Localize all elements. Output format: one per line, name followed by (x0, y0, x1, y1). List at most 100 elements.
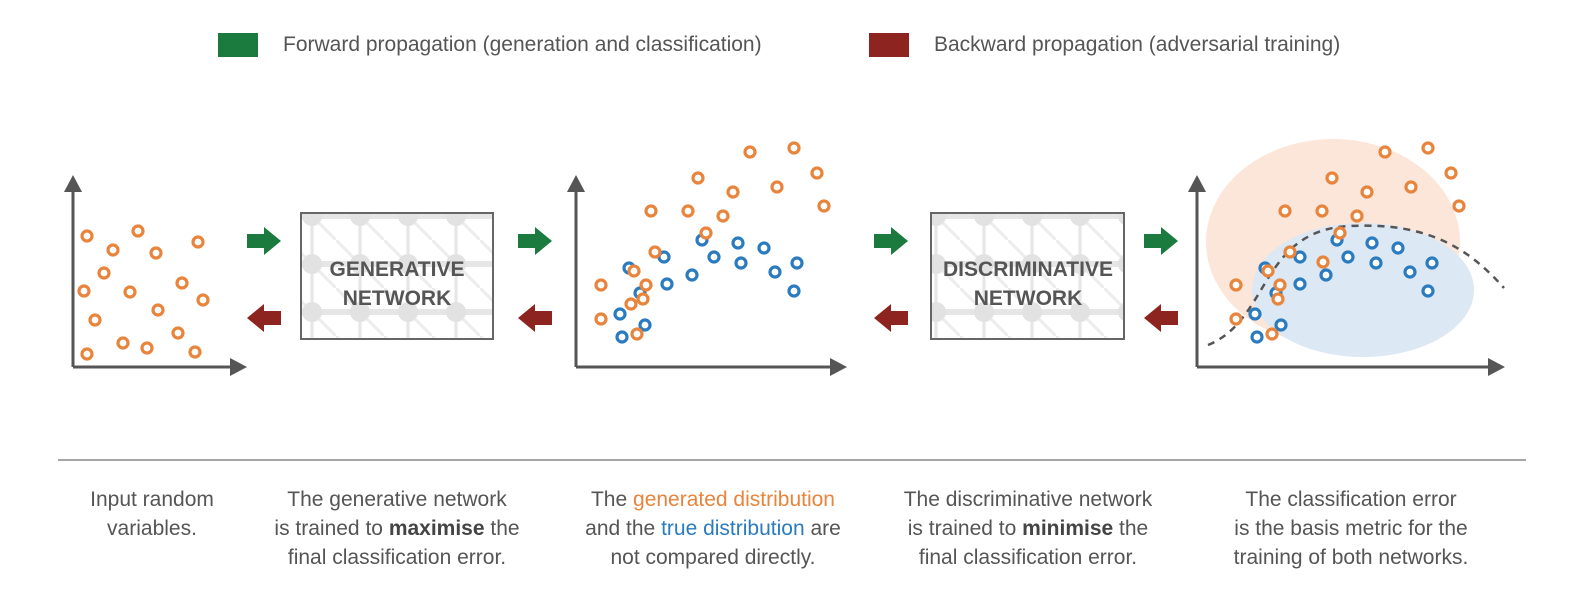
true-point (1250, 330, 1264, 344)
true-point (638, 318, 652, 332)
backward-arrow (518, 304, 552, 332)
caption-text: the (484, 517, 520, 540)
true-point (1319, 268, 1333, 282)
generated-point (1271, 292, 1285, 306)
legend-backward: Backward propagation (adversarial traini… (869, 30, 1340, 60)
discriminative-box-line1: DISCRIMINATIVE (943, 258, 1113, 281)
generated-point (648, 245, 662, 259)
generated-point (1261, 264, 1275, 278)
random-point (196, 293, 210, 307)
axes (64, 175, 247, 376)
generated-point (1265, 327, 1279, 341)
panel-input-random (64, 175, 247, 376)
generative-network-box: GENERATIVE NETWORK (300, 212, 494, 340)
generated-point (639, 278, 653, 292)
caption-line: The discriminative network (903, 488, 1153, 511)
caption-distribution: The generated distribution and the true … (563, 485, 863, 572)
caption-line: variables. (107, 517, 197, 540)
caption-classification: The classification error is the basis me… (1211, 485, 1491, 572)
true-point (1369, 256, 1383, 270)
random-point (171, 326, 185, 340)
generated-point (726, 185, 740, 199)
true-point (1341, 250, 1355, 264)
backward-arrow (1144, 304, 1178, 332)
random-points (77, 224, 210, 361)
generated-point (1333, 226, 1347, 240)
panel-classification (1188, 139, 1505, 376)
true-distribution-label: true distribution (661, 517, 805, 540)
random-point (140, 341, 154, 355)
axes (1188, 175, 1505, 376)
generative-box-line1: GENERATIVE (330, 258, 465, 281)
legend-forward: Forward propagation (generation and clas… (218, 30, 762, 60)
random-point (123, 285, 137, 299)
generated-point (1404, 180, 1418, 194)
true-point (685, 268, 699, 282)
forward-arrow (518, 227, 552, 255)
true-point (731, 236, 745, 250)
caption-line: is trained to maximise the (257, 514, 537, 543)
generated-point (594, 312, 608, 326)
random-point (77, 284, 91, 298)
generated-point (1315, 204, 1329, 218)
generated-point (743, 145, 757, 159)
generated-point (1378, 145, 1392, 159)
generated-distribution-points (594, 141, 831, 341)
caption-text: is trained to (274, 517, 389, 540)
generated-point (1316, 255, 1330, 269)
true-point (707, 250, 721, 264)
generated-point (627, 264, 641, 278)
caption-discriminative: The discriminative network is trained to… (878, 485, 1178, 572)
true-point (1248, 307, 1262, 321)
caption-text: are (804, 517, 841, 540)
generated-point (1360, 185, 1374, 199)
caption-text: and the (585, 517, 662, 540)
forward-arrow (1144, 227, 1178, 255)
generated-point (699, 226, 713, 240)
true-point (787, 284, 801, 298)
random-point (88, 313, 102, 327)
generated-point (1444, 166, 1458, 180)
decision-boundary (1207, 224, 1505, 347)
random-point (151, 303, 165, 317)
random-point (175, 276, 189, 290)
generated-point (810, 166, 824, 180)
caption-text: the (1113, 517, 1149, 540)
true-point (1293, 277, 1307, 291)
legend-forward-swatch (218, 33, 258, 57)
discriminative-network-box: DISCRIMINATIVE NETWORK (930, 212, 1125, 340)
random-point (116, 336, 130, 350)
caption-line: and the true distribution are (563, 514, 863, 543)
generated-point (817, 199, 831, 213)
caption-text: is trained to (907, 517, 1023, 540)
legend-backward-swatch (869, 33, 909, 57)
true-point (613, 307, 627, 321)
generated-point (681, 204, 695, 218)
true-point (1365, 236, 1379, 250)
axes (567, 175, 847, 376)
caption-line: Input random (90, 488, 214, 511)
caption-line: training of both networks. (1233, 546, 1469, 569)
true-point (757, 241, 771, 255)
true-point (768, 265, 782, 279)
random-point (106, 243, 120, 257)
generated-point (691, 171, 705, 185)
generated-point (787, 141, 801, 155)
generated-point (630, 327, 644, 341)
caption-bold: maximise (388, 517, 485, 540)
true-point (790, 256, 804, 270)
random-point (149, 246, 163, 260)
random-point (80, 229, 94, 243)
true-point (615, 330, 629, 344)
random-point (80, 347, 94, 361)
generated-point (1273, 278, 1287, 292)
generated-point (1421, 141, 1435, 155)
true-point (660, 277, 674, 291)
generated-point (1283, 245, 1297, 259)
true-distribution-points (613, 233, 804, 344)
panel-distributions (567, 141, 847, 376)
generated-point (1278, 204, 1292, 218)
caption-line: final classification error. (287, 546, 507, 569)
generated-point (624, 297, 638, 311)
